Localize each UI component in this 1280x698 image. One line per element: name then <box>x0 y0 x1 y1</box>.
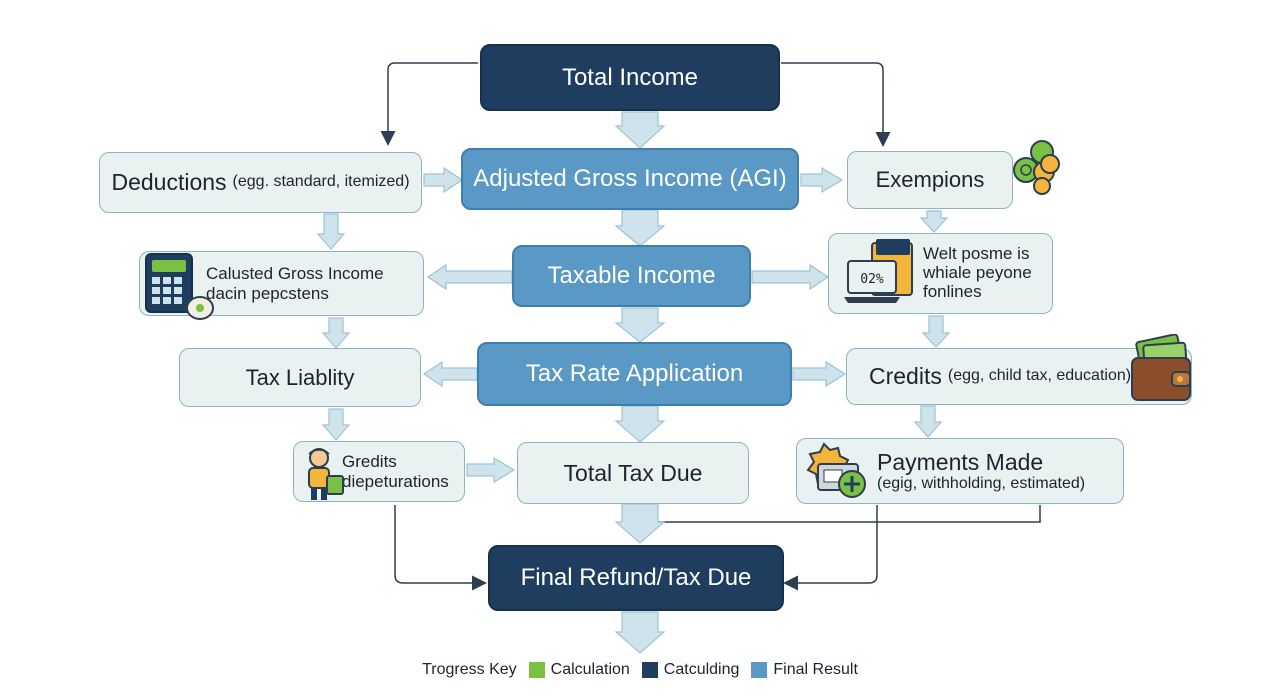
calc-gross-line2: dacin pepcstens <box>206 283 329 303</box>
connector-credits-to-final <box>394 505 487 591</box>
legend-label-final: Final Result <box>773 661 858 678</box>
legend: Trogress Key Calculation Catculding Fina… <box>0 661 1280 679</box>
tax-rate-node[interactable]: Tax Rate Application <box>477 342 792 406</box>
wallet-icon <box>1131 334 1191 401</box>
agi-label: Adjusted Gross Income (AGI) <box>473 165 787 193</box>
total-income-node[interactable]: Total Income <box>480 44 780 111</box>
side-down-arrows <box>316 210 951 441</box>
legend-label-catculding: Catculding <box>663 661 740 678</box>
final-result-label: Final Refund/Tax Due <box>520 564 752 592</box>
legend-swatch-calculation <box>528 662 545 678</box>
arrow-taxable-to-rate <box>614 307 666 343</box>
calc-gross-line1: Calusted Gross Income <box>206 263 384 283</box>
person-icon <box>308 448 344 500</box>
arrow-welt-down <box>921 315 951 348</box>
arrow-taxable-to-welt <box>751 263 830 291</box>
arrow-final-out <box>614 611 666 654</box>
welt-line2: whiale peyone <box>923 263 1032 283</box>
arrow-calc-down <box>321 317 351 349</box>
tax-liability-node[interactable]: Tax Liablity <box>179 348 421 407</box>
side-flow-arrows <box>422 166 847 484</box>
deductions-node[interactable]: Deductions (egg. standard, itemized) <box>99 152 422 213</box>
arrow-taxable-to-calc <box>426 263 513 291</box>
payment-icon <box>806 442 866 498</box>
arrow-agi-to-exemptions <box>800 166 844 194</box>
connector-total-to-exemptions <box>781 62 891 147</box>
arrow-deductions-down <box>316 213 346 250</box>
thin-connectors <box>380 62 1041 591</box>
laptop-screen-text: 02% <box>860 272 884 287</box>
arrow-total-to-agi <box>614 111 666 149</box>
legend-swatch-final <box>751 662 768 678</box>
arrow-rate-to-liability <box>422 360 478 388</box>
deductions-subtitle: (egg. standard, itemized) <box>232 173 410 191</box>
welt-line3: fonlines <box>923 281 982 301</box>
payments-title: Payments Made <box>877 448 1044 475</box>
laptop-icon: 02% <box>844 239 913 303</box>
arrow-liability-down <box>321 408 351 441</box>
agi-node[interactable]: Adjusted Gross Income (AGI) <box>461 148 799 210</box>
connector-payments-to-final <box>783 505 878 591</box>
taxable-income-node[interactable]: Taxable Income <box>512 245 751 307</box>
arrow-rate-to-credits <box>792 360 847 388</box>
connector-total-to-deductions <box>380 62 478 146</box>
credits-dep-line2: diepeturations <box>342 471 449 491</box>
arrow-agi-to-taxable <box>614 209 666 247</box>
legend-title: Trogress Key <box>422 661 517 678</box>
credits-subtitle: (egg, child tax, education) <box>947 367 1132 385</box>
credits-dep-line1: Gredits <box>342 451 397 471</box>
arrow-rate-to-due <box>614 405 666 443</box>
connector-payments-bracket <box>640 505 1041 523</box>
exemptions-label: Exempions <box>875 167 985 193</box>
tax-liability-label: Tax Liablity <box>245 364 355 390</box>
center-flow-arrows <box>614 111 666 654</box>
total-income-label: Total Income <box>561 63 699 91</box>
final-result-node[interactable]: Final Refund/Tax Due <box>488 545 784 611</box>
welt-line1: Welt posme is <box>923 244 1030 264</box>
payments-subtitle: (egig, withholding, estimated) <box>877 475 1086 493</box>
total-tax-due-label: Total Tax Due <box>563 459 703 486</box>
arrow-credits-down <box>913 405 943 438</box>
arrow-deductions-to-agi <box>423 166 464 194</box>
deductions-title: Deductions <box>111 169 227 196</box>
arrow-creditsdep-to-due <box>466 456 516 484</box>
credits-title: Credits <box>869 363 942 390</box>
tax-rate-label: Tax Rate Application <box>525 360 744 388</box>
coins-icon <box>1013 140 1060 195</box>
calculator-icon <box>145 253 214 320</box>
taxable-income-label: Taxable Income <box>547 262 716 290</box>
payments-node[interactable]: Payments Made (egig, withholding, estima… <box>796 438 1124 504</box>
legend-swatch-catculding <box>641 662 658 678</box>
total-tax-due-node[interactable]: Total Tax Due <box>517 442 749 504</box>
arrow-exemptions-down <box>919 210 949 233</box>
arrow-due-to-final <box>614 503 666 544</box>
legend-label-calculation: Calculation <box>550 661 630 678</box>
exemptions-node[interactable]: Exempions <box>847 151 1013 209</box>
